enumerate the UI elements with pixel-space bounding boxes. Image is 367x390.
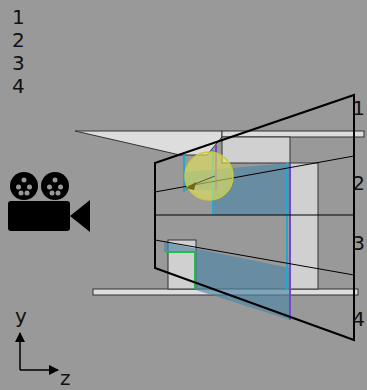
visible-region [164,242,290,320]
plane-number: 4 [352,308,365,330]
axis-label: z [60,367,71,389]
depth-edge [286,163,288,290]
upper-block [222,137,290,163]
list-number: 3 [12,52,25,74]
list-number: 1 [12,6,25,28]
right-block [290,163,318,289]
top-platform [75,131,222,155]
highlight-circle [185,152,233,200]
depth-edge [289,163,291,320]
view-frustum [155,95,354,340]
plane-number: 3 [352,232,365,254]
depth-plane [155,215,354,216]
green-edge [166,252,195,289]
camera-icon [8,172,90,232]
z-axis [20,369,58,371]
y-axis [19,333,21,370]
list-number: 4 [12,75,25,97]
axis-label: y [15,305,27,327]
plane-number: 2 [352,172,365,194]
list-number: 2 [12,29,25,51]
ray-head [186,182,196,190]
depth-plane [155,240,354,275]
plane-number: 1 [352,97,365,119]
